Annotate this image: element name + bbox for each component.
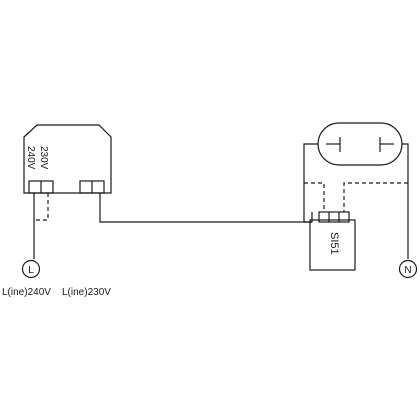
dashed-wire-left (304, 182, 325, 212)
neutral-terminal-symbol: N (404, 265, 411, 276)
alt-dashed-wire (34, 193, 49, 221)
dashed-wire-right (343, 182, 408, 212)
line-terminal-circle (21, 259, 41, 279)
ballast-label: SI51 (328, 232, 340, 255)
caption-line-240: L(ine)240V (2, 287, 51, 298)
transformer-label-240: 240V (25, 146, 36, 170)
ballast-terminal-block (318, 211, 350, 223)
caption-line-230: L(ine)230V (62, 287, 111, 298)
ballast-box (309, 219, 356, 271)
lamp-right-wire (402, 143, 409, 259)
transformer-to-ballast-wire (99, 193, 313, 223)
line-terminal-symbol: L (28, 265, 34, 276)
transformer-label-230: 230V (38, 146, 49, 170)
neutral-terminal-circle (398, 259, 418, 279)
transformer-box (23, 124, 112, 194)
